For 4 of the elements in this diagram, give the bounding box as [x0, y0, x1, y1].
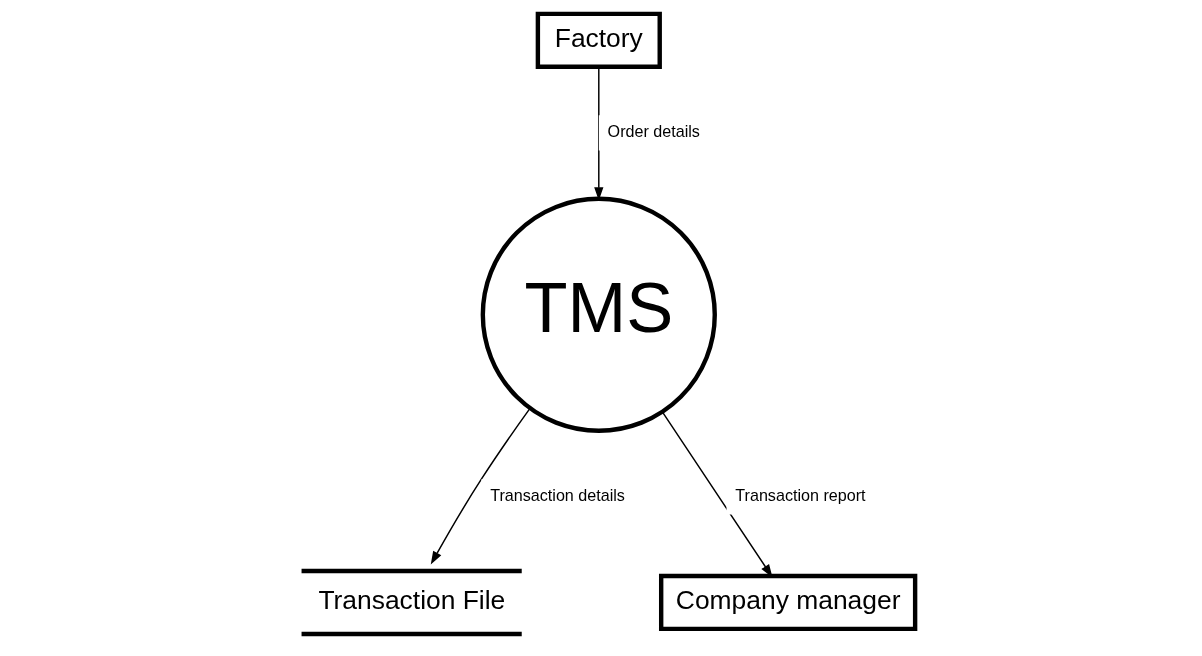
edge-label: Transaction report [735, 485, 866, 504]
edge-label: Transaction details [490, 485, 625, 504]
node-text: Transaction File [318, 584, 506, 615]
edge-label: Order details [607, 121, 700, 140]
